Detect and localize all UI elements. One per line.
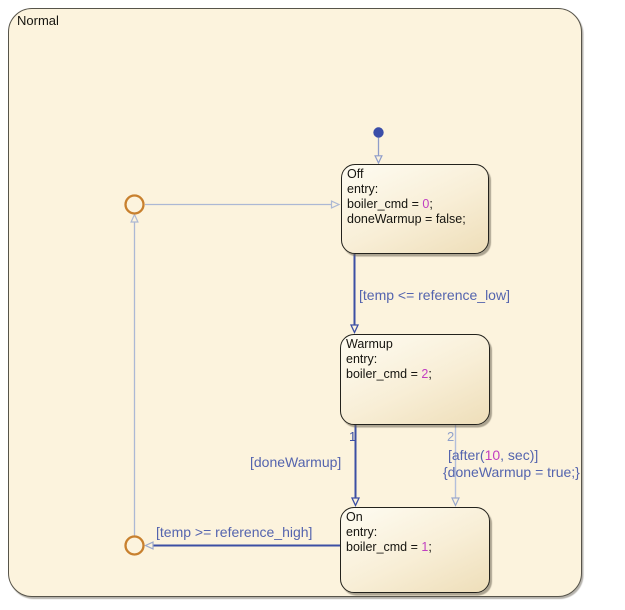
state-warmup-action-1: boiler_cmd = 2;	[346, 367, 432, 381]
junction-top[interactable]	[124, 194, 145, 215]
state-warmup[interactable]: Warmup entry: boiler_cmd = 2;	[340, 334, 490, 425]
default-transition-dot-icon	[373, 127, 384, 138]
transition-label-after[interactable]: [after(10, sec)]	[448, 447, 539, 463]
arrowhead-icon	[330, 200, 341, 209]
state-off-title: Off	[347, 167, 364, 181]
transition-label-temp-low[interactable]: [temp <= reference_low]	[359, 287, 510, 303]
transition-warmup-to-on-2[interactable]	[451, 425, 460, 507]
state-warmup-entry-label: entry:	[346, 352, 378, 366]
state-normal-title: Normal	[17, 13, 59, 28]
state-off-entry-label: entry:	[347, 182, 379, 196]
state-on-entry-label: entry:	[346, 525, 378, 539]
transition-label-donewarmup[interactable]: [doneWarmup]	[250, 454, 342, 470]
state-on[interactable]: On entry: boiler_cmd = 1;	[340, 507, 490, 593]
transition-label-temp-high[interactable]: [temp >= reference_high]	[156, 524, 313, 540]
junction-bottom[interactable]	[124, 535, 145, 556]
transition-off-to-warmup[interactable]	[349, 254, 360, 335]
transition-order-2[interactable]: 2	[447, 429, 455, 444]
transition-junction-to-junction[interactable]	[130, 213, 139, 536]
default-transition[interactable]	[373, 127, 384, 165]
arrowhead-icon	[349, 324, 360, 335]
state-on-title: On	[346, 510, 363, 524]
transition-warmup-to-on-1[interactable]	[350, 425, 361, 508]
state-off[interactable]: Off entry: boiler_cmd = 0; doneWarmup = …	[341, 164, 489, 254]
state-on-action-1: boiler_cmd = 1;	[346, 540, 432, 554]
state-warmup-title: Warmup	[346, 337, 393, 351]
state-normal[interactable]	[8, 8, 582, 597]
transition-order-1[interactable]: 1	[349, 429, 357, 444]
arrowhead-icon	[350, 497, 361, 508]
arrowhead-icon	[451, 497, 460, 507]
state-off-action-1: boiler_cmd = 0;	[347, 197, 433, 211]
state-off-action-2: doneWarmup = false;	[347, 212, 466, 226]
transition-junction-to-off[interactable]	[145, 200, 341, 209]
transition-on-to-junction[interactable]	[144, 541, 341, 550]
arrowhead-icon	[374, 155, 383, 165]
arrowhead-icon	[130, 213, 139, 223]
transition-label-donewarmup-true[interactable]: {doneWarmup = true;}	[443, 464, 580, 480]
arrowhead-icon	[144, 541, 154, 550]
